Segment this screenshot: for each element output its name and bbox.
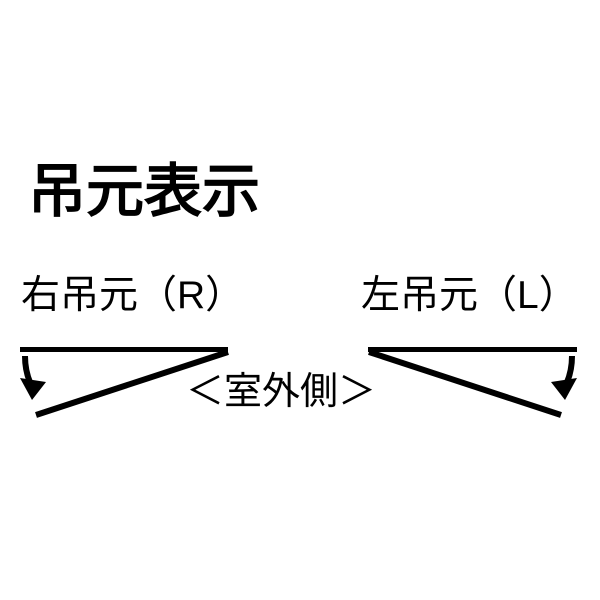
left-panel-swing-arrow-head — [20, 378, 46, 400]
right-panel-group — [368, 347, 577, 418]
label-right-hinge: 右吊元（R） — [21, 274, 245, 317]
left-panel-swing-arrow-shaft — [22, 355, 38, 394]
caption-outdoor-side: ＜室外側＞ — [186, 371, 377, 413]
page-title: 吊元表示 — [28, 159, 261, 224]
right-panel-swing-arrow-head — [551, 378, 577, 400]
right-panel-swing-line — [368, 349, 562, 418]
right-panel-swing-arrow-shaft — [559, 355, 575, 394]
label-left-hinge: 左吊元（L） — [361, 274, 578, 317]
